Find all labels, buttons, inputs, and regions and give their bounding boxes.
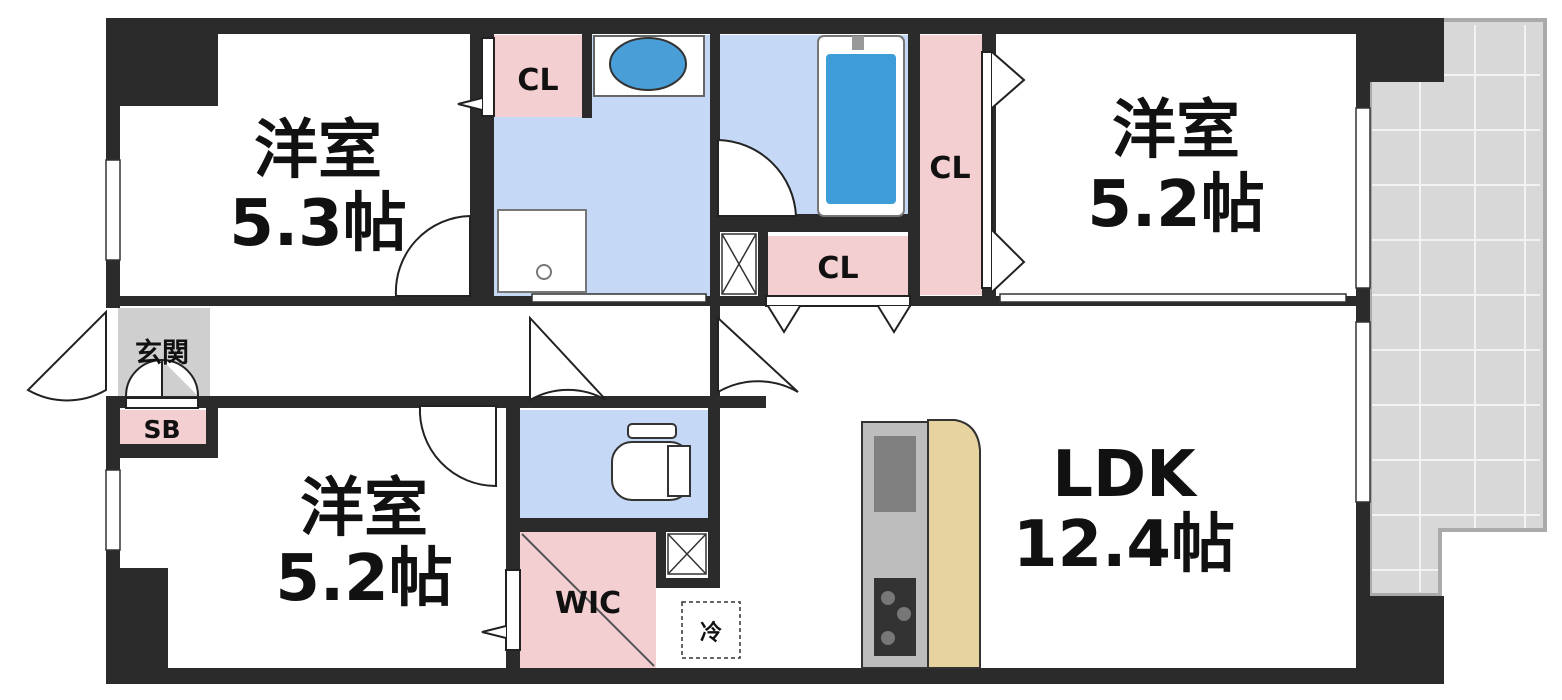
room-size-western-bottom-left: 5.2帖 <box>275 542 452 616</box>
room-size-western-top-right: 5.2帖 <box>1087 168 1264 242</box>
doors <box>26 37 1026 651</box>
room-name-western-bottom-left: 洋室 <box>300 472 428 546</box>
fixtures <box>497 35 981 669</box>
windows <box>105 107 1371 551</box>
shoe-box-label: SB <box>143 415 180 444</box>
closet-label-1: CL <box>517 63 558 98</box>
room-name-ldk: LDK <box>1052 438 1198 512</box>
room-size-western-top-left: 5.3帖 <box>229 187 406 261</box>
room-name-western-top-left: 洋室 <box>254 114 382 188</box>
balcony <box>1368 18 1547 597</box>
closet-label-2: CL <box>929 151 970 186</box>
walk-in-closet-label: WIC <box>555 586 621 621</box>
room-name-western-top-right: 洋室 <box>1112 94 1240 168</box>
refrigerator-label: 冷 <box>700 620 722 646</box>
entrance-label: 玄関 <box>135 337 189 369</box>
closet-label-3: CL <box>817 251 858 286</box>
room-labels: 洋室 5.3帖 洋室 5.2帖 洋室 5.2帖 LDK 12.4帖 CL CL … <box>135 63 1265 646</box>
room-size-ldk: 12.4帖 <box>1013 508 1235 582</box>
